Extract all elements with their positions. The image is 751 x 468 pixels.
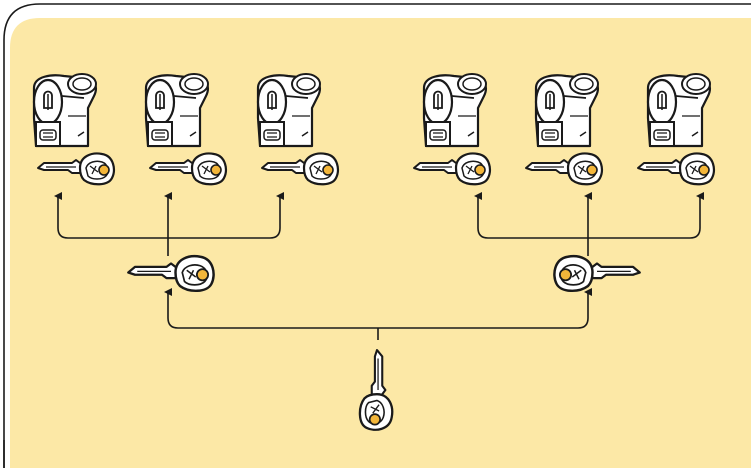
connector-left-group (54, 192, 284, 256)
frame-outline (3, 3, 751, 468)
connector-right-group (474, 192, 704, 256)
lock-cylinder-icon (256, 72, 322, 148)
lock-cylinder-icon (646, 72, 712, 148)
lock-cylinder-icon (422, 72, 488, 148)
lock-cylinder-icon (534, 72, 600, 148)
connector-grand-master (164, 288, 592, 340)
lock-cylinder-icon (32, 72, 98, 148)
lock-cylinder-icon (144, 72, 210, 148)
